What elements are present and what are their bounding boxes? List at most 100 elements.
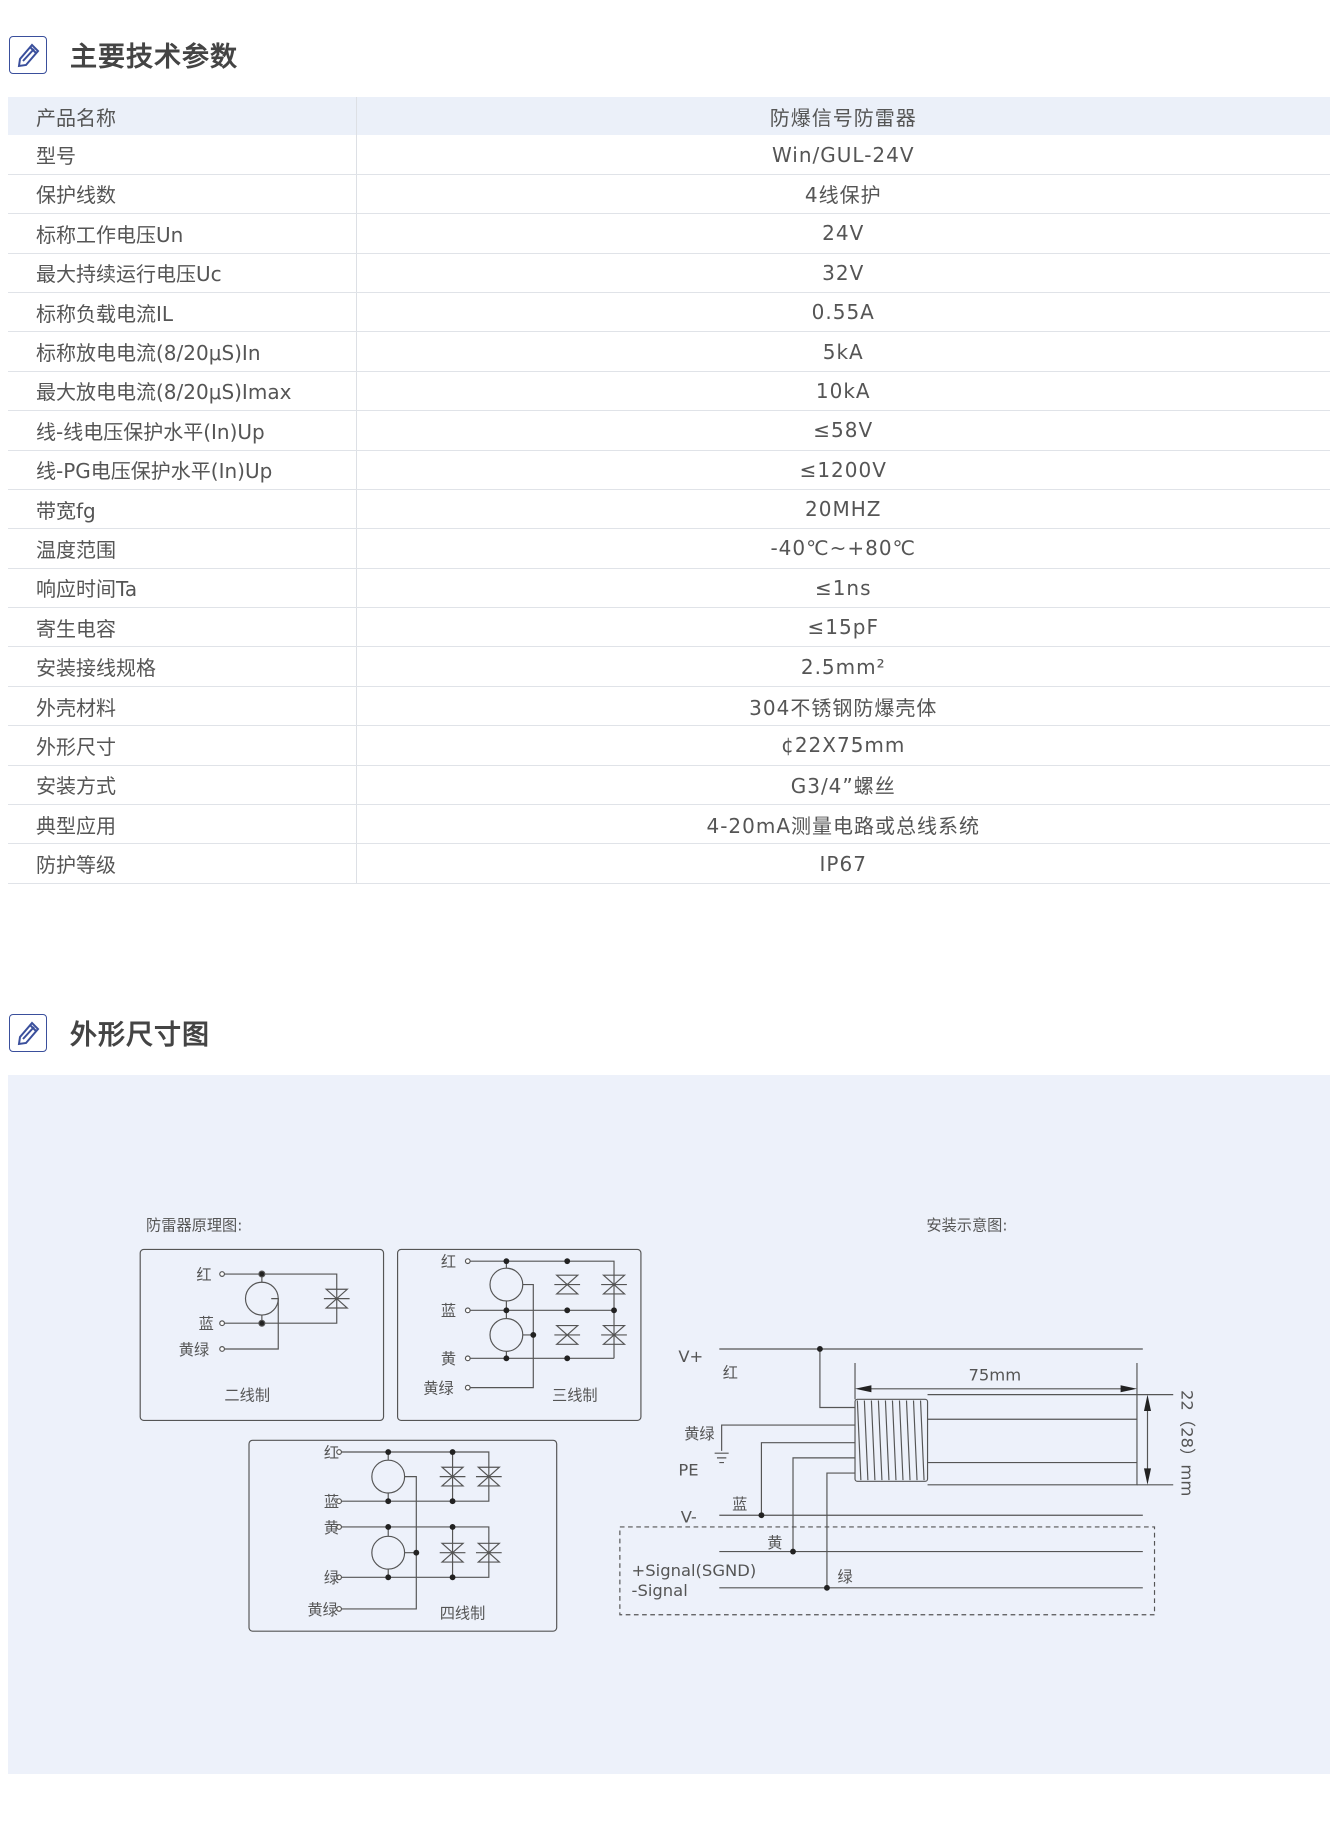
label-yellow-green: 黄绿 bbox=[179, 1341, 209, 1359]
spec-key: 典型应用 bbox=[8, 804, 357, 845]
pencil-icon bbox=[9, 1013, 47, 1052]
spec-key: 温度范围 bbox=[8, 528, 357, 569]
spec-key: 产品名称 bbox=[8, 97, 357, 136]
spec-value: ¢22X75mm bbox=[356, 725, 1330, 766]
label-diameter: 22（28）mm bbox=[1177, 1390, 1196, 1496]
spec-value: 5kA bbox=[356, 331, 1330, 372]
spec-value: 10kA bbox=[356, 371, 1330, 412]
spec-key: 型号 bbox=[8, 135, 357, 175]
spec-key: 防护等级 bbox=[8, 843, 357, 884]
spec-value: -40℃~+80℃ bbox=[356, 528, 1330, 569]
spec-value: 0.55A bbox=[356, 292, 1330, 333]
label-yellow-green: 黄绿 bbox=[684, 1425, 714, 1443]
spec-value: IP67 bbox=[356, 843, 1330, 884]
spec-key: 标称负载电流IL bbox=[8, 292, 357, 333]
spec-value: G3/4”螺丝 bbox=[356, 765, 1330, 806]
label-green: 绿 bbox=[837, 1568, 852, 1586]
spec-row: 产品名称防爆信号防雷器 bbox=[8, 97, 1330, 136]
spec-key: 寄生电容 bbox=[8, 607, 357, 648]
spec-value: 2.5mm² bbox=[356, 646, 1330, 687]
install-schematic: V+ 红 黄绿 PE 蓝 V- 黄 绿 +Signal(SGND) -Signa… bbox=[619, 1346, 1196, 1616]
label-v-minus: V- bbox=[681, 1507, 697, 1526]
label-two-wire: 二线制 bbox=[224, 1386, 270, 1404]
label-yellow: 黄 bbox=[324, 1519, 339, 1537]
spec-row: 外形尺寸¢22X75mm bbox=[8, 725, 1330, 766]
spec-key: 外形尺寸 bbox=[8, 725, 357, 766]
spec-value: 32V bbox=[356, 253, 1330, 293]
dimension-diagram: 防雷器原理图: 安装示意图: 红 蓝 黄绿 二线制 红 蓝 黄 黄绿 三线制 bbox=[8, 1075, 1330, 1774]
spec-key: 外壳材料 bbox=[8, 686, 357, 727]
label-red: 红 bbox=[324, 1444, 339, 1462]
spec-value: ≤58V bbox=[356, 410, 1330, 451]
spec-key: 线-线电压保护水平(In)Up bbox=[8, 410, 357, 451]
spec-key: 带宽fg bbox=[8, 489, 357, 530]
spec-key: 最大持续运行电压Uc bbox=[8, 253, 357, 293]
label-blue: 蓝 bbox=[199, 1315, 214, 1333]
section-header-dimensions: 外形尺寸图 bbox=[9, 1013, 210, 1052]
install-title: 安装示意图: bbox=[926, 1217, 1007, 1235]
two-wire-schematic: 红 蓝 黄绿 二线制 bbox=[139, 1248, 385, 1421]
spec-key: 安装方式 bbox=[8, 765, 357, 806]
spec-key: 标称放电电流(8/20μS)In bbox=[8, 331, 357, 372]
spec-value: 20MHZ bbox=[356, 489, 1330, 530]
label-yellow-green: 黄绿 bbox=[307, 1601, 337, 1619]
section-header-specs: 主要技术参数 bbox=[9, 35, 238, 74]
spec-value: 4-20mA测量电路或总线系统 bbox=[356, 804, 1330, 845]
spec-value: 4线保护 bbox=[356, 174, 1330, 215]
label-green: 绿 bbox=[324, 1569, 339, 1587]
label-pe: PE bbox=[678, 1460, 698, 1479]
label-v-plus: V+ bbox=[678, 1347, 703, 1366]
section-title: 主要技术参数 bbox=[70, 42, 238, 73]
four-wire-schematic: 红 蓝 黄 绿 黄绿 四线制 bbox=[248, 1439, 558, 1632]
section-title: 外形尺寸图 bbox=[70, 1020, 210, 1051]
principle-title: 防雷器原理图: bbox=[146, 1217, 242, 1235]
spec-key: 最大放电电流(8/20μS)Imax bbox=[8, 371, 357, 412]
spec-value: ≤1200V bbox=[356, 450, 1330, 490]
label-three-wire: 三线制 bbox=[552, 1386, 598, 1404]
spec-value: ≤1ns bbox=[356, 568, 1330, 609]
spec-key: 保护线数 bbox=[8, 174, 357, 215]
pencil-icon bbox=[9, 35, 47, 74]
spec-value: 24V bbox=[356, 213, 1330, 254]
label-blue: 蓝 bbox=[324, 1493, 339, 1511]
label-yellow: 黄 bbox=[441, 1350, 456, 1368]
spec-value: Win/GUL-24V bbox=[356, 135, 1330, 175]
spec-row: 线-PG电压保护水平(In)Up≤1200V bbox=[8, 450, 1330, 490]
label-blue: 蓝 bbox=[441, 1302, 456, 1320]
spec-key: 标称工作电压Un bbox=[8, 213, 357, 254]
label-yellow-green: 黄绿 bbox=[423, 1379, 453, 1397]
spec-key: 安装接线规格 bbox=[8, 646, 357, 687]
spec-key: 线-PG电压保护水平(In)Up bbox=[8, 450, 357, 490]
spec-value: 304不锈钢防爆壳体 bbox=[356, 686, 1330, 727]
spec-row: 温度范围-40℃~+80℃ bbox=[8, 528, 1330, 569]
three-wire-schematic: 红 蓝 黄 黄绿 三线制 bbox=[396, 1248, 642, 1421]
label-signal-plus: +Signal(SGND) bbox=[632, 1561, 757, 1580]
label-red: 红 bbox=[196, 1266, 211, 1284]
spec-row: 线-线电压保护水平(In)Up≤58V bbox=[8, 410, 1330, 451]
label-red: 红 bbox=[723, 1364, 738, 1382]
spec-row: 响应时间Ta≤1ns bbox=[8, 568, 1330, 609]
label-blue: 蓝 bbox=[732, 1495, 747, 1513]
label-red: 红 bbox=[441, 1253, 456, 1271]
spec-value: ≤15pF bbox=[356, 607, 1330, 648]
label-length: 75mm bbox=[968, 1366, 1021, 1385]
label-four-wire: 四线制 bbox=[440, 1604, 486, 1622]
spec-key: 响应时间Ta bbox=[8, 568, 357, 609]
label-yellow: 黄 bbox=[767, 1534, 782, 1552]
spec-value: 防爆信号防雷器 bbox=[356, 97, 1330, 136]
label-signal-minus: -Signal bbox=[632, 1581, 688, 1600]
